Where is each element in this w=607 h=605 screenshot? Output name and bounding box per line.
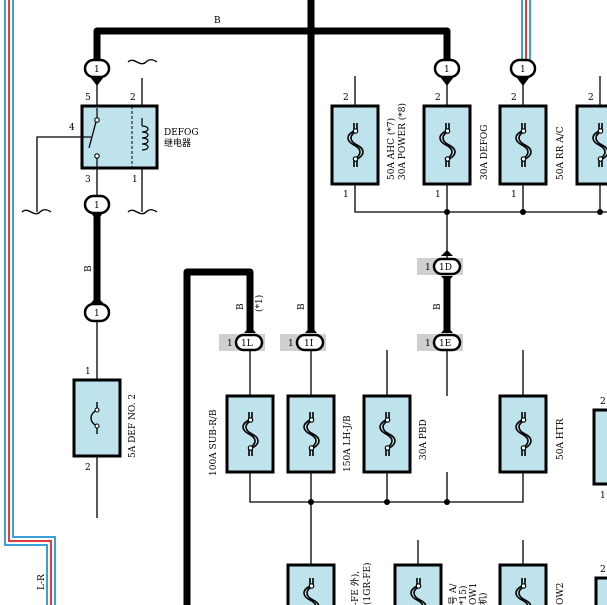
relay-pin-1: 1 xyxy=(132,175,138,185)
thin-wires xyxy=(36,76,607,565)
relay-pin-2: 2 xyxy=(130,93,136,103)
svg-text:1: 1 xyxy=(511,190,517,200)
fuse-def-no2: 1 2 5A DEF NO. 2 xyxy=(72,367,138,473)
wire-label-mid-note: (*1) xyxy=(254,295,265,312)
connector-c1: 1 xyxy=(83,58,111,86)
wire-label-right-b: B xyxy=(433,303,443,310)
svg-text:50A HTR: 50A HTR xyxy=(556,418,566,460)
relay-subname: 继电器 xyxy=(164,137,191,149)
relay-name: DEFOG xyxy=(164,128,199,138)
svg-text:2: 2 xyxy=(600,565,606,575)
svg-text:1: 1 xyxy=(444,65,450,75)
fuse-top-3: 2 1 50A RR A/C xyxy=(498,93,566,200)
svg-text:-FE 外),: -FE 外), xyxy=(349,571,361,605)
wire-label-top: B xyxy=(214,16,221,26)
harness-lines xyxy=(4,0,531,605)
junction-dots xyxy=(308,209,603,505)
connector-c3: 1 xyxy=(83,296,111,323)
svg-text:1: 1 xyxy=(288,339,294,349)
svg-text:OW2: OW2 xyxy=(556,583,566,605)
bottom-partial-fuses: 2 -FE 外), (1GR-FE) 号 A/ *15) OW1 机) OW2 xyxy=(286,562,607,605)
svg-text:2: 2 xyxy=(435,93,441,103)
defog-relay: 5 2 4 3 1 DEFOG 继电器 xyxy=(69,93,199,185)
svg-text:30A PBD: 30A PBD xyxy=(419,419,429,460)
svg-text:1: 1 xyxy=(227,339,233,349)
svg-text:30A DEFOG: 30A DEFOG xyxy=(480,125,490,180)
svg-text:2: 2 xyxy=(343,93,349,103)
connector-c5: 1 xyxy=(509,58,537,86)
svg-text:1: 1 xyxy=(425,339,431,349)
svg-text:2: 2 xyxy=(85,463,91,473)
tag-connector-1l: 1 1L xyxy=(219,326,265,352)
svg-text:1: 1 xyxy=(600,491,606,501)
right-edge-box: 2 1 xyxy=(592,397,607,501)
svg-text:1: 1 xyxy=(520,65,526,75)
svg-text:2: 2 xyxy=(588,93,594,103)
svg-text:1E: 1E xyxy=(439,339,451,349)
break-marks xyxy=(21,59,158,215)
svg-text:100A SUB-R/B: 100A SUB-R/B xyxy=(209,409,219,476)
fuse-top-2: 2 1 30A DEFOG xyxy=(422,93,490,200)
svg-text:1: 1 xyxy=(94,201,100,211)
fuse-mid-3: 30A PBD xyxy=(362,394,429,474)
fuse-mid-1: 100A SUB-R/B xyxy=(209,394,275,476)
svg-text:1: 1 xyxy=(425,263,431,273)
svg-text:1: 1 xyxy=(435,190,441,200)
svg-text:2: 2 xyxy=(511,93,517,103)
svg-text:1D: 1D xyxy=(439,263,452,273)
svg-text:2: 2 xyxy=(600,397,606,407)
relay-pin-4: 4 xyxy=(69,123,75,133)
svg-text:*15): *15) xyxy=(458,586,469,605)
fuse-mid-2: 150A LH-J/B xyxy=(286,394,353,474)
fuse-top-4: 2 xyxy=(575,93,607,186)
connector-c4: 1 xyxy=(433,58,461,86)
svg-text:1I: 1I xyxy=(304,339,314,349)
svg-text:50A RR A/C: 50A RR A/C xyxy=(556,126,566,180)
svg-text:50A AHC (*7): 50A AHC (*7) xyxy=(386,118,397,180)
svg-text:(1GR-FE): (1GR-FE) xyxy=(362,562,373,605)
svg-text:1: 1 xyxy=(94,65,100,75)
svg-text:150A LH-J/B: 150A LH-J/B xyxy=(343,415,353,472)
fuse-top-1: 2 1 50A AHC (*7) 30A POWER (*8) xyxy=(330,93,408,200)
connector-c2: 1 xyxy=(83,194,111,221)
tag-connector-1d: 1 1D xyxy=(417,250,463,283)
wire-label-mid-b1: B xyxy=(236,303,246,310)
svg-text:OW1: OW1 xyxy=(469,583,479,605)
main-wires xyxy=(93,0,451,605)
svg-text:5A DEF NO. 2: 5A DEF NO. 2 xyxy=(128,394,138,458)
svg-text:机): 机) xyxy=(477,592,489,605)
relay-pin-3: 3 xyxy=(85,175,91,185)
fuse-mid-4: 50A HTR xyxy=(498,394,566,474)
svg-text:1L: 1L xyxy=(241,339,253,349)
svg-text:1: 1 xyxy=(343,190,349,200)
svg-text:30A POWER (*8): 30A POWER (*8) xyxy=(397,103,408,180)
relay-pin-5: 5 xyxy=(85,93,91,103)
wire-label-bottom-left: L-R xyxy=(37,574,47,590)
tag-connector-1i: 1 1I xyxy=(280,326,326,352)
tag-connector-1e: 1 1E xyxy=(417,326,463,352)
svg-text:1: 1 xyxy=(85,367,91,377)
svg-text:1: 1 xyxy=(94,309,100,319)
wire-label-mid-b2: B xyxy=(297,303,307,310)
wire-label-left-b: B xyxy=(84,265,94,272)
svg-text:号 A/: 号 A/ xyxy=(448,583,459,605)
